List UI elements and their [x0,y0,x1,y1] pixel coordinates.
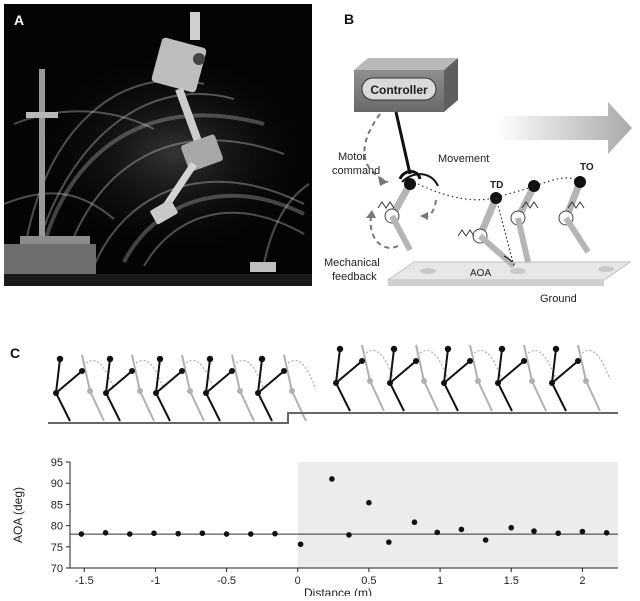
data-point [411,519,418,526]
stick-figure [441,344,503,412]
movement-direction-arrow [496,102,632,154]
y-tick-label: 70 [51,563,63,575]
data-point [386,539,392,545]
data-point [329,476,335,482]
stick-figure-sequence [53,344,611,422]
data-point [508,524,515,531]
panel-b-label: B [344,11,354,27]
data-point [346,532,352,538]
to-label: TO [580,162,594,173]
diagram-panel-b: B Controller Motor command Movement Grou… [318,4,636,305]
photo-panel-a: A [4,4,312,286]
data-point [366,499,372,506]
x-axis-label: Distance (m) [304,586,372,596]
leg-4 [558,176,591,254]
data-point [555,530,562,537]
ground-label: Ground [540,293,577,304]
motor-command-label-line2: command [332,165,380,177]
terrain-profile [48,412,618,424]
stick-figure [103,354,165,422]
data-point [482,537,489,543]
data-point [579,528,586,535]
stick-figure [53,354,115,422]
td-label: TD [490,180,503,191]
aoa-label: AOA [470,268,491,279]
data-point [102,530,109,536]
panel-c-label: C [10,345,20,361]
robot-photo [4,4,312,286]
y-tick-label: 90 [51,478,63,490]
y-tick-label: 85 [51,499,63,511]
data-point [223,531,230,537]
leg-3 [510,180,540,263]
motor-command-label-line1: Motor [338,151,366,163]
data-point [603,530,610,536]
data-point [175,530,181,537]
data-point [434,529,441,536]
data-point [272,530,278,537]
stick-figure [255,354,317,422]
data-point [297,541,304,548]
x-tick-label: -0.5 [217,575,236,587]
panel-a-label: A [14,12,25,28]
x-tick-label: 2 [579,575,585,587]
x-tick-label: 1.5 [504,575,519,587]
stick-figure [387,344,449,412]
stick-figure [333,344,395,412]
mechanical-feedback-label-line2: feedback [332,271,377,283]
x-tick-label: 1 [437,575,443,587]
stick-figure [549,344,611,412]
stick-figure [203,354,265,422]
leg-1 [377,170,422,252]
aoa-chart: C 70 75 80 85 90 95 -1.5 -1 -0.5 0 0.5 1 1.5 2Distanc… [10,344,618,600]
y-axis-label: AOA (deg) [11,487,25,543]
controller-label: Controller [370,83,428,97]
data-point [531,528,537,534]
shaded-region [297,462,618,568]
control-diagram: B Controller Motor command Movement Grou… [324,11,632,305]
data-point [458,526,465,533]
y-tick-label: 80 [51,521,63,533]
data-point [126,531,133,537]
y-tick-label: 95 [51,457,63,469]
data-point [199,530,206,537]
stick-figure [495,344,557,412]
x-tick-label: -1.5 [75,575,94,587]
movement-label: Movement [438,153,489,165]
x-tick-label: 0.5 [361,575,376,587]
leg-2 [457,192,516,269]
x-tick-label: -1 [151,575,161,587]
mechanical-feedback-label-line1: Mechanical [324,257,380,269]
stick-figure [153,354,215,422]
data-point [78,531,85,537]
data-point [247,531,254,537]
x-tick-label: 0 [295,575,301,587]
y-tick-label: 75 [51,542,63,554]
data-point [151,530,157,537]
